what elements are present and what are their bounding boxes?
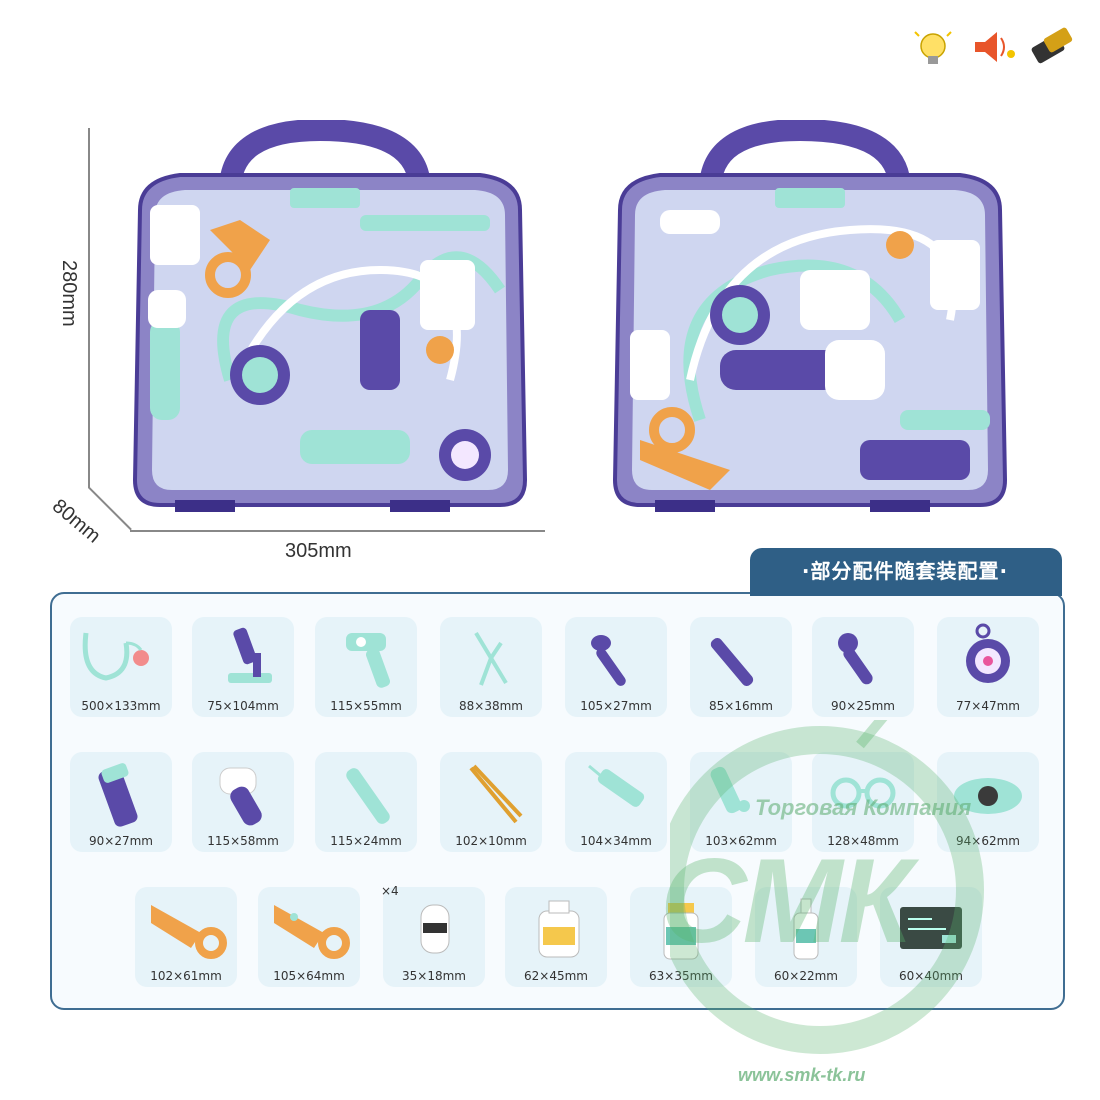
accessory-tile: 85×16mm (690, 617, 792, 717)
accessory-size: 85×16mm (709, 699, 773, 713)
width-dimension-line (130, 530, 545, 532)
accessory-tile: 77×47mm (937, 617, 1039, 717)
accessory-tile: 63×35mm (630, 887, 732, 987)
toy-case-closed-front (120, 118, 540, 535)
chalkboard-icon (900, 907, 962, 949)
accessory-size: 102×10mm (455, 834, 527, 848)
accessory-size: 102×61mm (150, 969, 222, 983)
glasses-icon (830, 777, 896, 809)
accessory-size: 128×48mm (827, 834, 899, 848)
accessory-size: 75×104mm (207, 699, 279, 713)
accessory-size: 62×45mm (524, 969, 588, 983)
medicine-bottle-icon (538, 900, 580, 958)
accessory-size: 104×34mm (580, 834, 652, 848)
accessory-tile: 115×24mm (315, 752, 417, 852)
accessory-size: 105×27mm (580, 699, 652, 713)
accessory-size: 115×24mm (330, 834, 402, 848)
syringe-icon (588, 764, 645, 807)
speaker-icon (975, 32, 1015, 62)
accessory-size: 94×62mm (956, 834, 1020, 848)
medicine-bottle-icon (663, 903, 699, 960)
accessory-size: 500×133mm (81, 699, 161, 713)
accessory-size: 90×25mm (831, 699, 895, 713)
scissors-icon (274, 905, 350, 959)
accessory-tile: 102×10mm (440, 752, 542, 852)
accessory-tile: 115×55mm (315, 617, 417, 717)
forceps-icon (474, 631, 508, 686)
watermark-url: www.smk-tk.ru (738, 1065, 866, 1085)
accessory-tile: 60×22mm (755, 887, 857, 987)
accessory-tile: 94×62mm (937, 752, 1039, 852)
accessory-tile: 103×62mm (690, 752, 792, 852)
accessory-tile: ×4 35×18mm (381, 884, 485, 987)
height-label: 280mm (58, 260, 80, 327)
width-label: 305mm (285, 540, 352, 562)
accessory-tile: 500×133mm (70, 617, 172, 717)
accessory-size: 88×38mm (459, 699, 523, 713)
quantity-label: ×4 (381, 884, 399, 898)
accessory-tile: 128×48mm (812, 752, 914, 852)
stethoscope-icon (82, 632, 149, 681)
otoscope-icon (219, 767, 262, 826)
pill-bottle-icon (420, 904, 450, 954)
watermark-brand: СМК (660, 834, 912, 968)
thermometer-icon (710, 766, 750, 814)
accessory-tile: 90×25mm (812, 617, 914, 717)
panel-title-tab (750, 548, 1062, 596)
accessory-tile: 75×104mm (192, 617, 294, 717)
accessory-size: 35×18mm (402, 969, 466, 983)
accessory-tile: 62×45mm (505, 887, 607, 987)
accessory-size: 115×55mm (330, 699, 402, 713)
accessory-size: 115×58mm (207, 834, 279, 848)
height-dimension-line (88, 128, 90, 488)
accessory-tile: 115×58mm (192, 752, 294, 852)
panel-title: ·部分配件随套装配置· (801, 559, 1009, 583)
blood-pressure-gauge-icon (966, 623, 1010, 683)
accessory-tile: 90×27mm (70, 752, 172, 852)
accessory-size: 103×62mm (705, 834, 777, 848)
accessory-tile: 105×27mm (565, 617, 667, 717)
accessory-tile: 88×38mm (440, 617, 542, 717)
dropper-bottle-icon (793, 898, 819, 960)
pill-box-icon (954, 778, 1022, 814)
flashlight-icon (98, 763, 138, 827)
reflex-hammer-icon (838, 633, 873, 685)
tongue-depressor-icon (346, 768, 390, 824)
accessory-tile: 60×40mm (880, 887, 982, 987)
tweezers-icon (469, 764, 523, 824)
toy-case-closed-back (600, 118, 1020, 535)
clamp-icon (346, 633, 391, 688)
accessory-size: 77×47mm (956, 699, 1020, 713)
accessory-size: 90×27mm (89, 834, 153, 848)
watermark-company: Торговая Компания (755, 795, 972, 820)
accessory-size: 60×40mm (899, 969, 963, 983)
scalpel-icon (710, 637, 754, 687)
accessory-size: 60×22mm (774, 969, 838, 983)
spoon-icon (591, 635, 626, 686)
light-bulb-icon (914, 31, 952, 64)
scissors-icon (151, 905, 227, 959)
accessory-tile: 102×61mm (135, 887, 237, 987)
accessory-tile: 104×34mm (565, 752, 667, 852)
accessory-size: 105×64mm (273, 969, 345, 983)
accessory-size: 63×35mm (649, 969, 713, 983)
accessory-tile: 105×64mm (258, 887, 360, 987)
feature-badges (905, 18, 1085, 78)
microscope-icon (228, 627, 272, 683)
depth-label: 80mm (47, 495, 105, 548)
battery-icon (1031, 27, 1073, 64)
